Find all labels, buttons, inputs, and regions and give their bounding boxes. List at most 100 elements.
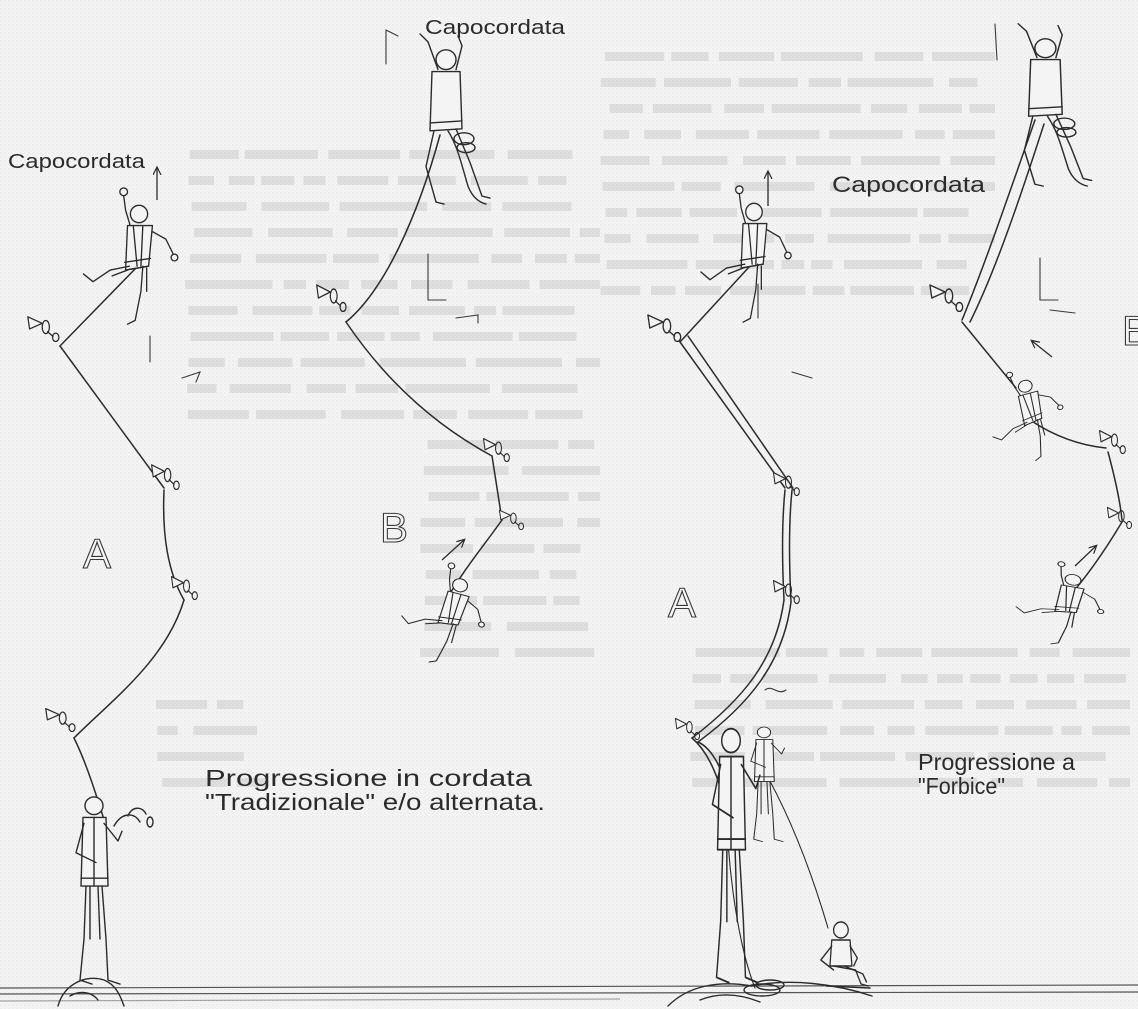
scissors-caption-line2: "Forbice" [918,773,1005,799]
faded-text-fragment [1109,778,1130,787]
diagram-letter-b: B [1122,307,1138,354]
faded-text-fragment [429,492,480,501]
faded-text-fragment [948,234,995,243]
faded-text-fragment [508,150,573,159]
faded-text-fragment [844,260,922,269]
faded-text-fragment [268,228,333,237]
faded-text-fragment [757,130,819,139]
faded-text-fragment [604,130,630,139]
faded-text-fragment [191,332,274,341]
faded-text-fragment [188,410,249,419]
faded-text-fragment [601,78,656,87]
faded-text-fragment [256,410,326,419]
diagram-letter-a: A [668,579,696,626]
faded-text-fragment [848,78,934,87]
faded-text-fragment [409,150,494,159]
faded-text-fragment [550,570,577,579]
faded-text-fragment [1010,674,1038,683]
faded-text-fragment [602,182,674,191]
faded-text-fragment [575,254,600,263]
faded-text-fragment [471,176,528,185]
faded-text-fragment [424,466,509,475]
faded-text-fragment [606,208,628,217]
faded-text-fragment [976,700,1014,709]
faded-text-fragment [491,254,522,263]
lead-climber-label: Capocordata [425,17,566,39]
faded-text-fragment [813,286,845,295]
faded-text-fragment [1087,700,1130,709]
faded-text-fragment [949,78,978,87]
faded-text-fragment [664,78,731,87]
faded-text-fragment [230,384,291,393]
faded-text-fragment [925,700,963,709]
faded-text-fragment [861,156,940,165]
faded-text-fragment [421,544,473,553]
faded-text-fragment [433,332,513,341]
faded-text-fragment [786,648,828,657]
faded-text-fragment [696,130,749,139]
faded-text-fragment [535,254,567,263]
faded-text-fragment [340,202,428,211]
faded-text-fragment [426,570,461,579]
faded-text-fragment [842,700,914,709]
faded-text-fragment [578,492,600,501]
faded-text-fragment [496,440,559,449]
faded-text-fragment [189,358,225,367]
faded-text-fragment [355,384,398,393]
faded-text-fragment [601,286,641,295]
faded-text-fragment [301,358,365,367]
faded-text-fragment [876,648,922,657]
diagram-letter-b: B [380,504,408,551]
faded-text-fragment [229,176,255,185]
faded-text-fragment [576,358,600,367]
faded-text-fragment [695,700,751,709]
faded-text-fragment [923,208,968,217]
faded-text-fragment [188,306,237,315]
faded-text-fragment [262,202,330,211]
faded-text-fragment [481,544,535,553]
faded-text-fragment [238,358,292,367]
faded-text-fragment [743,156,786,165]
faded-text-fragment [347,228,398,237]
faded-text-fragment [932,52,995,61]
faded-text-fragment [362,306,400,315]
faded-text-fragment [950,156,995,165]
faded-text-fragment [781,52,863,61]
lead-climber-label: Capocordata [832,172,986,197]
faded-text-fragment [341,410,404,419]
faded-text-fragment [601,156,650,165]
faded-text-fragment [763,674,818,683]
faded-text-fragment [307,384,346,393]
faded-text-fragment [925,726,998,735]
faded-text-fragment [474,306,496,315]
faded-text-fragment [734,182,814,191]
faded-text-fragment [553,596,579,605]
faded-text-fragment [568,440,594,449]
faded-text-fragment [772,104,861,113]
clipped-letter-region: B [1122,307,1138,354]
faded-text-fragment [328,150,400,159]
scissors-caption-line1: Progressione a [918,749,1075,775]
faded-text-fragment [888,726,915,735]
faded-text-fragment [829,674,886,683]
faded-text-fragment [427,440,484,449]
faded-text-fragment [504,228,570,237]
faded-text-fragment [190,254,241,263]
faded-text-fragment [253,306,313,315]
faded-text-fragment [682,182,721,191]
faded-text-fragment [1030,648,1060,657]
faded-text-fragment [245,150,318,159]
faded-text-fragment [580,228,600,237]
faded-text-fragment [953,130,995,139]
faded-text-fragment [840,778,921,787]
faded-text-fragment [840,648,864,657]
faded-text-fragment [420,648,499,657]
faded-text-fragment [193,726,257,735]
faded-text-fragment [1084,674,1126,683]
faded-text-fragment [333,254,379,263]
faded-text-fragment [719,52,774,61]
faded-text-fragment [1005,726,1053,735]
faded-text-fragment [411,280,452,289]
faded-text-fragment [476,358,562,367]
